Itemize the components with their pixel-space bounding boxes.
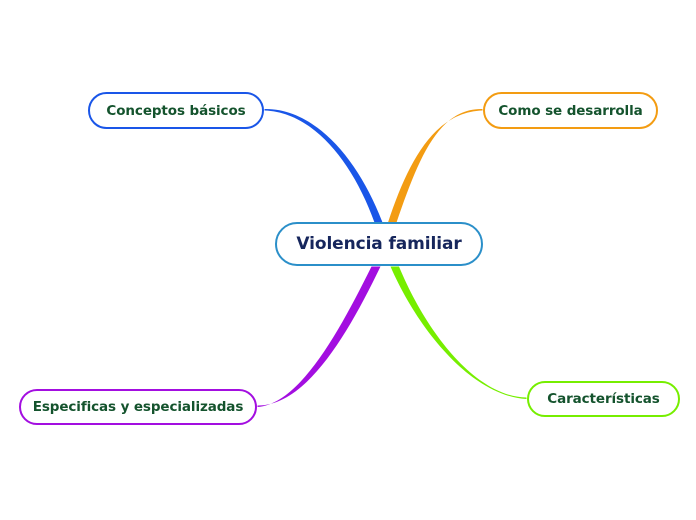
branch-node-label-desarrolla: Como se desarrolla (498, 102, 643, 119)
branch-node-como-se-desarrolla[interactable]: Como se desarrolla (483, 92, 658, 129)
connector-especificas (257, 266, 381, 407)
branch-node-label-especificas: Especificas y especializadas (32, 399, 244, 415)
branch-node-label-conceptos: Conceptos básicos (106, 102, 246, 119)
branch-node-caracteristicas[interactable]: Características (527, 381, 680, 417)
branch-node-conceptos-basicos[interactable]: Conceptos básicos (88, 92, 264, 129)
connector-desarrolla (388, 108, 483, 223)
branch-node-especificas-y-especializadas[interactable]: Especificas y especializadas (19, 389, 257, 425)
connector-caracteristicas (390, 266, 527, 399)
connector-conceptos (264, 108, 383, 223)
branch-node-label-caracteristicas: Características (547, 391, 660, 407)
central-node-label: Violencia familiar (296, 234, 462, 254)
central-node-violencia-familiar[interactable]: Violencia familiar (275, 222, 483, 266)
